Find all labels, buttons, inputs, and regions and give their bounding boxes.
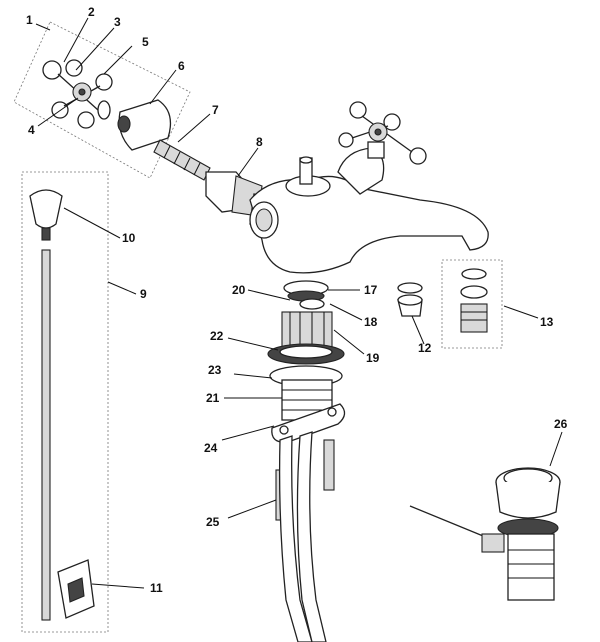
label-26: 26 — [554, 417, 568, 431]
pop-up-knob — [29, 189, 63, 241]
label-4: 4 — [28, 123, 35, 137]
handle-assembly-box — [13, 21, 191, 179]
label-7: 7 — [212, 103, 219, 117]
spout-adapter-box — [441, 259, 503, 349]
label-21: 21 — [206, 391, 220, 405]
label-9: 9 — [140, 287, 147, 301]
spindle — [153, 139, 211, 181]
pop-up-rod — [41, 249, 51, 621]
label-19: 19 — [366, 351, 380, 365]
label-8: 8 — [256, 135, 263, 149]
pop-up-waste — [409, 467, 561, 601]
studs-and-hoses — [275, 431, 335, 642]
leader-lines — [35, 17, 563, 589]
label-2: 2 — [88, 5, 95, 19]
label-18: 18 — [364, 315, 378, 329]
label-12: 12 — [418, 341, 432, 355]
spout-adapter — [460, 268, 488, 333]
rod-clip — [57, 559, 95, 619]
label-1: 1 — [26, 13, 33, 27]
label-13: 13 — [540, 315, 554, 329]
label-10: 10 — [122, 231, 136, 245]
cross-handle — [42, 59, 113, 129]
label-25: 25 — [206, 515, 220, 529]
handle-body — [117, 99, 172, 151]
shank-assembly — [267, 311, 345, 421]
back-plate — [271, 403, 346, 443]
right-cross-handle — [338, 101, 427, 165]
label-20: 20 — [232, 283, 246, 297]
label-23: 23 — [208, 363, 222, 377]
sleeve — [397, 282, 423, 317]
base-seals — [283, 280, 329, 310]
mixer-tap-body — [249, 147, 489, 274]
label-22: 22 — [210, 329, 224, 343]
label-6: 6 — [178, 59, 185, 73]
label-24: 24 — [204, 441, 218, 455]
label-17: 17 — [364, 283, 378, 297]
label-5: 5 — [142, 35, 149, 49]
label-11: 11 — [150, 581, 163, 595]
label-3: 3 — [114, 15, 121, 29]
pop-up-rod-box — [21, 171, 109, 633]
